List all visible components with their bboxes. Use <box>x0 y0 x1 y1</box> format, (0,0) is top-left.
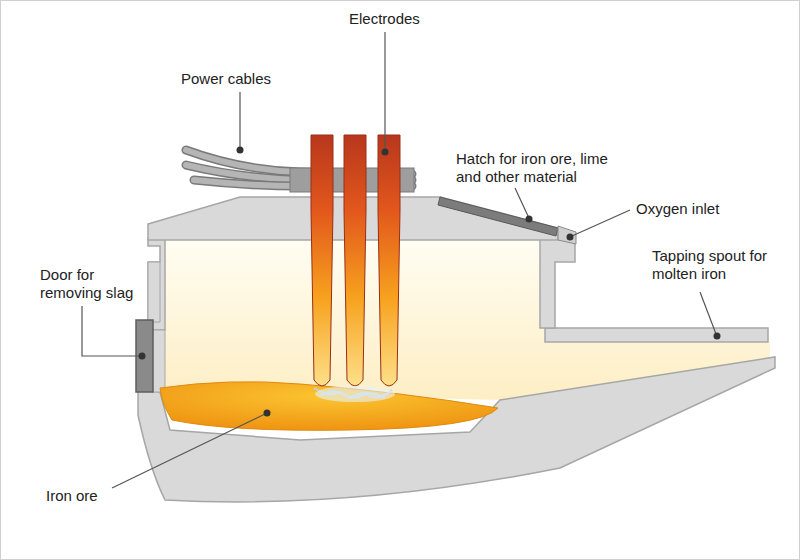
part-label: Electrodes <box>349 10 420 28</box>
part-label: Iron ore <box>46 487 98 505</box>
part-label: Hatch for iron ore, lime and other mater… <box>456 150 616 186</box>
part-label: Tapping spout for molten iron <box>652 247 784 283</box>
part-label: Power cables <box>181 70 271 88</box>
part-label: Door for removing slag <box>40 266 158 302</box>
part-label: Oxygen inlet <box>636 200 719 218</box>
